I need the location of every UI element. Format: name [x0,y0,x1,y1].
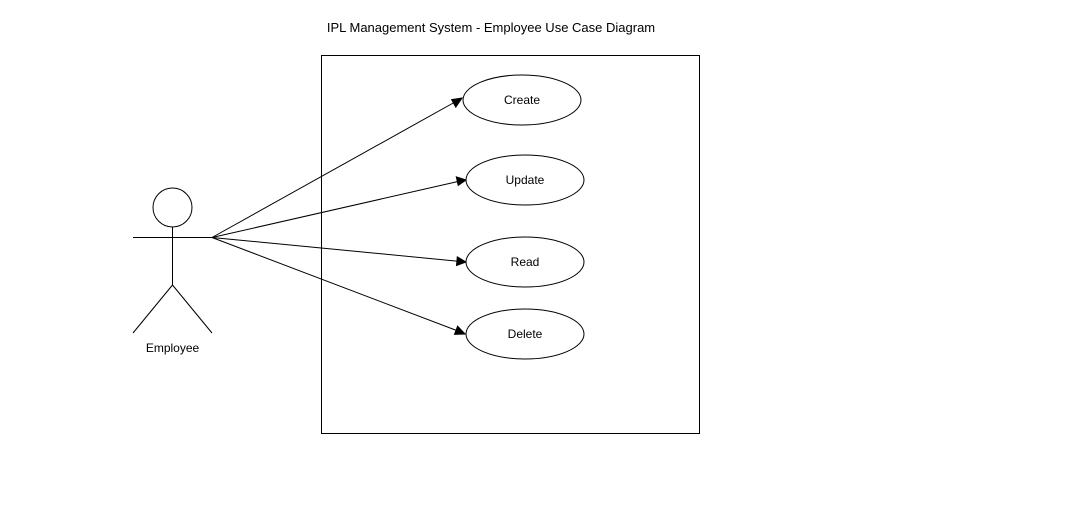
association-update [211,181,459,238]
use-case-read: Read [465,236,585,288]
association-create [211,101,456,238]
diagram-title: IPL Management System - Employee Use Cas… [327,20,655,35]
actor-label: Employee [146,341,200,355]
use-case-read-ellipse [465,236,585,288]
use-case-create: Create [462,74,582,126]
actor-head [152,187,193,228]
use-case-create-ellipse [462,74,582,126]
use-case-delete-label: Delete [508,327,543,341]
arrowhead-delete [453,325,467,335]
use-case-delete: Delete [465,308,585,360]
actor-right-leg [172,284,213,334]
arrowhead-read [455,255,468,267]
arrowhead-create [450,97,464,109]
association-read [211,237,459,262]
arrowhead-update [455,176,468,187]
use-case-update: Update [465,154,585,206]
use-case-read-label: Read [511,255,540,269]
association-delete [211,237,459,332]
use-case-create-label: Create [504,93,540,107]
use-case-update-ellipse [465,154,585,206]
associations [211,97,468,335]
use-case-update-label: Update [506,173,545,187]
actor-left-leg [132,284,173,334]
use-case-delete-ellipse [465,308,585,360]
actor-employee: Employee [132,187,213,355]
